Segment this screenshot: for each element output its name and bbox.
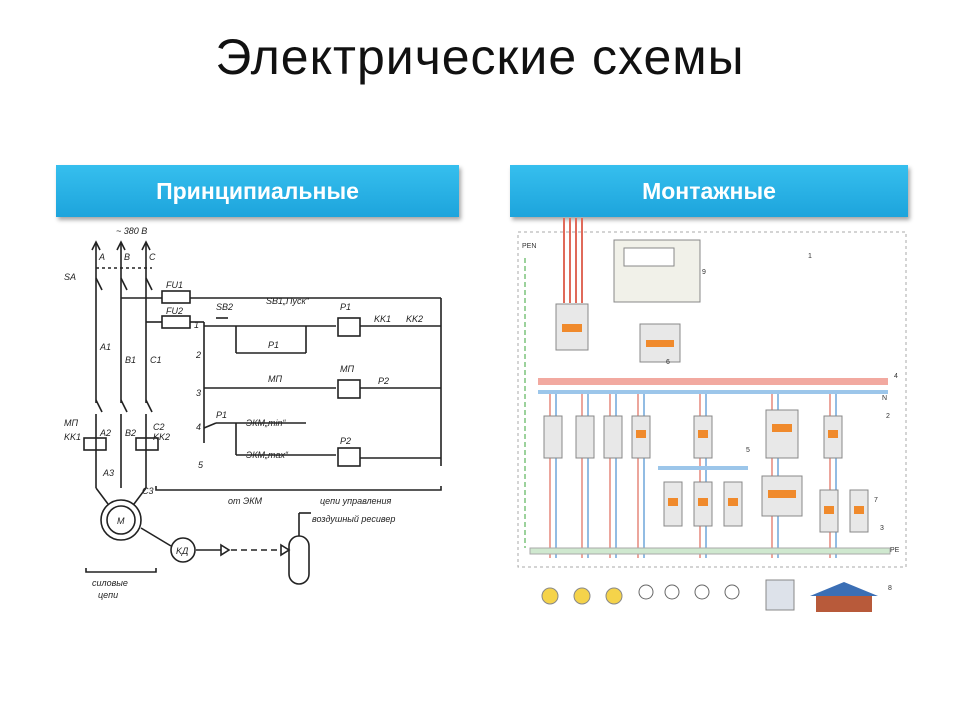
- label-p1-ekm: P1: [216, 410, 227, 420]
- label-1: 1: [808, 253, 812, 260]
- label-7: 7: [874, 497, 878, 504]
- label-receiver: воздушный ресивер: [312, 514, 395, 524]
- wiring-diagram: PEN N PE 1 2 3 4 5 6 7 8 9: [517, 218, 907, 612]
- label-sa: SA: [64, 272, 76, 282]
- label-p2-coil: P2: [340, 436, 351, 446]
- label-phase-b: B: [124, 252, 130, 262]
- label-mp-contact: МП: [268, 374, 282, 384]
- banner-principal-label: Принципиальные: [156, 177, 359, 204]
- label-2: 2: [886, 413, 890, 420]
- schematic-diagram: ~ 380 В A B C SA A1 B1 C1 МП KK1 A2 B2 C…: [64, 226, 442, 600]
- label-b2: B2: [125, 428, 136, 438]
- label-a3: A3: [102, 468, 114, 478]
- label-kk1: KK1: [64, 432, 81, 442]
- label-5: 5: [746, 447, 750, 454]
- label-power-1: силовые: [92, 578, 128, 588]
- label-6: 6: [666, 359, 670, 366]
- label-phase-a: A: [98, 252, 105, 262]
- label-9: 9: [702, 269, 706, 276]
- banner-principal: Принципиальные: [56, 165, 459, 217]
- label-sb2: SB2: [216, 302, 233, 312]
- label-motor: M: [117, 516, 125, 526]
- label-node2: 2: [195, 350, 201, 360]
- label-kk2: KK2: [153, 432, 170, 442]
- label-node1: 1: [194, 320, 199, 330]
- label-power-2: цепи: [98, 590, 118, 600]
- label-b1: B1: [125, 355, 136, 365]
- label-control-circuit: цепи управления: [320, 496, 392, 506]
- label-a1: A1: [99, 342, 111, 352]
- label-c2: C2: [153, 422, 165, 432]
- label-node3: 3: [196, 388, 201, 398]
- label-p1: P1: [340, 302, 351, 312]
- label-pe: PE: [890, 547, 900, 554]
- label-4: 4: [894, 373, 898, 380]
- label-mp-coil: МП: [340, 364, 354, 374]
- label-n: N: [882, 395, 887, 402]
- label-3: 3: [880, 525, 884, 532]
- label-fu2: FU2: [166, 306, 183, 316]
- label-phase-c: C: [149, 252, 156, 262]
- label-ekm-max: ЭКМ„max“: [246, 450, 289, 460]
- label-from-ekm: от ЭКМ: [228, 496, 263, 506]
- label-node4: 4: [196, 422, 201, 432]
- label-voltage: ~ 380 В: [116, 226, 147, 236]
- label-ekm-min: ЭКМ„min“: [246, 418, 287, 428]
- label-c1: C1: [150, 355, 162, 365]
- label-kk1-relay: KK1: [374, 314, 391, 324]
- label-pen: PEN: [522, 243, 536, 250]
- label-kk2-relay: KK2: [406, 314, 423, 324]
- label-p1-contact: P1: [268, 340, 279, 350]
- label-a2: A2: [99, 428, 111, 438]
- label-mp: МП: [64, 418, 78, 428]
- label-sb1: SB1„Пуск“: [266, 296, 310, 306]
- label-node5: 5: [198, 460, 204, 470]
- label-kd: KД: [176, 546, 189, 556]
- page-title: Электрические схемы: [215, 29, 745, 85]
- label-c3: C3: [142, 486, 154, 496]
- label-p2: P2: [378, 376, 389, 386]
- banner-wiring-text: Монтажные: [642, 177, 776, 204]
- label-fu1: FU1: [166, 280, 183, 290]
- label-8: 8: [888, 585, 892, 592]
